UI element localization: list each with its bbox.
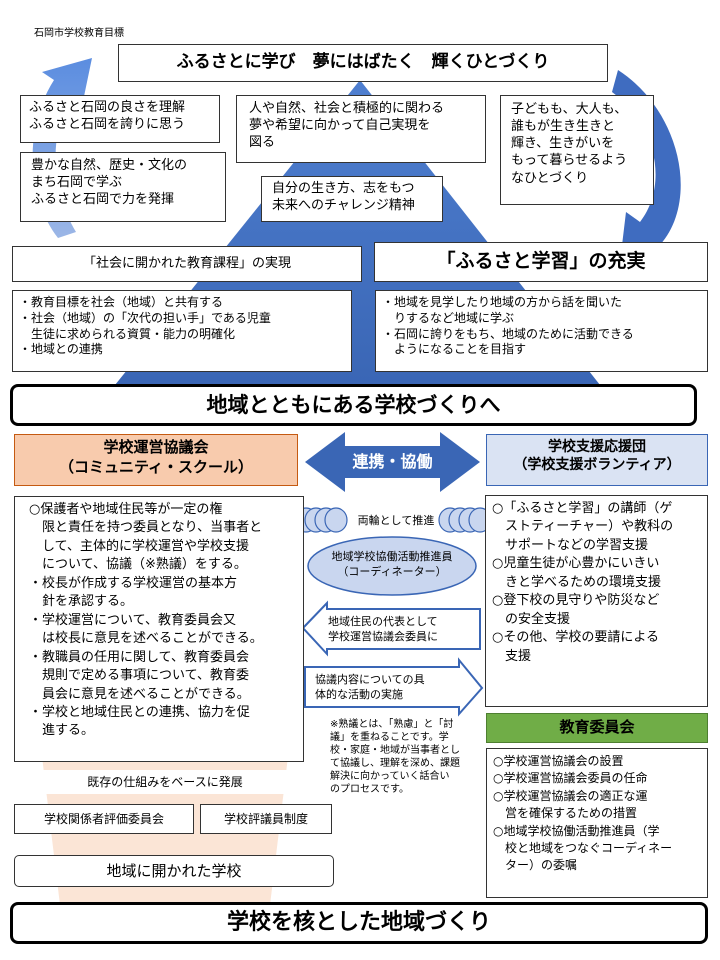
board-body: ○学校運営協議会の設置 ○学校運営協議会委員の任命 ○学校運営協議会の適正な運 … xyxy=(486,748,708,898)
goal-center-1: 人や自然、社会と積極的に関わる 夢や希望に向かって自己実現を 図る xyxy=(236,95,486,163)
left-arrow-shape xyxy=(301,600,481,657)
left-arrow-text: 地域住民の代表として 学校運営協議会委員に xyxy=(328,615,438,644)
right-arrow-text: 協議内容についての具 体的な活動の実施 xyxy=(315,673,425,702)
right-arrow-shape xyxy=(304,657,484,717)
support-body: ○「ふるさと学習」の講師（ゲ ストティーチャー）や教科の サポートなどの学習支援… xyxy=(485,495,708,707)
support-title: 学校支援応援団 （学校支援ボランティア） xyxy=(486,434,708,486)
banner-bottom: 学校を核とした地域づくり xyxy=(10,902,708,944)
pillar-left-body: ・教育目標を社会（地域）と共有する ・社会（地域）の「次代の担い手」である児童 … xyxy=(12,290,352,372)
board-title: 教育委員会 xyxy=(486,713,708,743)
wheels-label: 両輪として推進 xyxy=(357,514,435,527)
source-label: 石岡市学校教育目標 xyxy=(34,28,124,39)
pillar-right-title: 「ふるさと学習」の充実 xyxy=(374,242,708,282)
existing-base: 既存の仕組みをベースに発展 xyxy=(40,770,290,794)
councilor-system: 学校評議員制度 xyxy=(200,804,332,834)
open-school: 地域に開かれた学校 xyxy=(14,855,334,887)
pillar-right-body: ・地域を見学したり地域の方から話を聞いた りするなど地域に学ぶ ・石岡に誇りをも… xyxy=(375,290,708,372)
goal-left-2: 豊かな自然、歴史・文化の まち石岡で学ぶ ふるさと石岡で力を発揮 xyxy=(20,152,226,222)
council-body: ○保護者や地域住民等が一定の権 限と責任を持つ委員となり、当事者と して、主体的… xyxy=(14,496,304,762)
council-title: 学校運営協議会 （コミュニティ・スクール） xyxy=(14,434,298,486)
goal-center-2: 自分の生き方、志をもつ 未来へのチャレンジ精神 xyxy=(261,176,443,222)
collab-double-arrow xyxy=(305,432,480,492)
right-cycle-arrow xyxy=(612,70,681,262)
wheels-right-icon xyxy=(438,507,492,533)
goal-left-1: ふるさと石岡の良さを理解 ふるさと石岡を誇りに思う xyxy=(20,95,220,143)
wheels-left-icon xyxy=(294,507,348,533)
collab-label: 連携・協働 xyxy=(352,452,433,471)
coordinator-label: 地域学校協働活動推進員 （コーディネーター） xyxy=(331,550,453,578)
jukugi-note: ※熟議とは、「熟慮」と「討 議」を重ねることです。学 校・家庭・地域が当事者とし… xyxy=(330,719,460,795)
coordinator-ellipse xyxy=(307,536,477,596)
pillar-left-title: 「社会に開かれた教育課程」の実現 xyxy=(12,246,362,282)
goal-right: 子どもも、大人も、 誰もが生き生きと 輝き、生きがいを もって暮らせるよう なひ… xyxy=(500,95,654,205)
banner-middle: 地域とともにある学校づくりへ xyxy=(10,384,697,426)
eval-committee: 学校関係者評価委員会 xyxy=(14,804,194,834)
goal-title: ふるさとに学び 夢にはばたく 輝くひとづくり xyxy=(118,44,608,82)
